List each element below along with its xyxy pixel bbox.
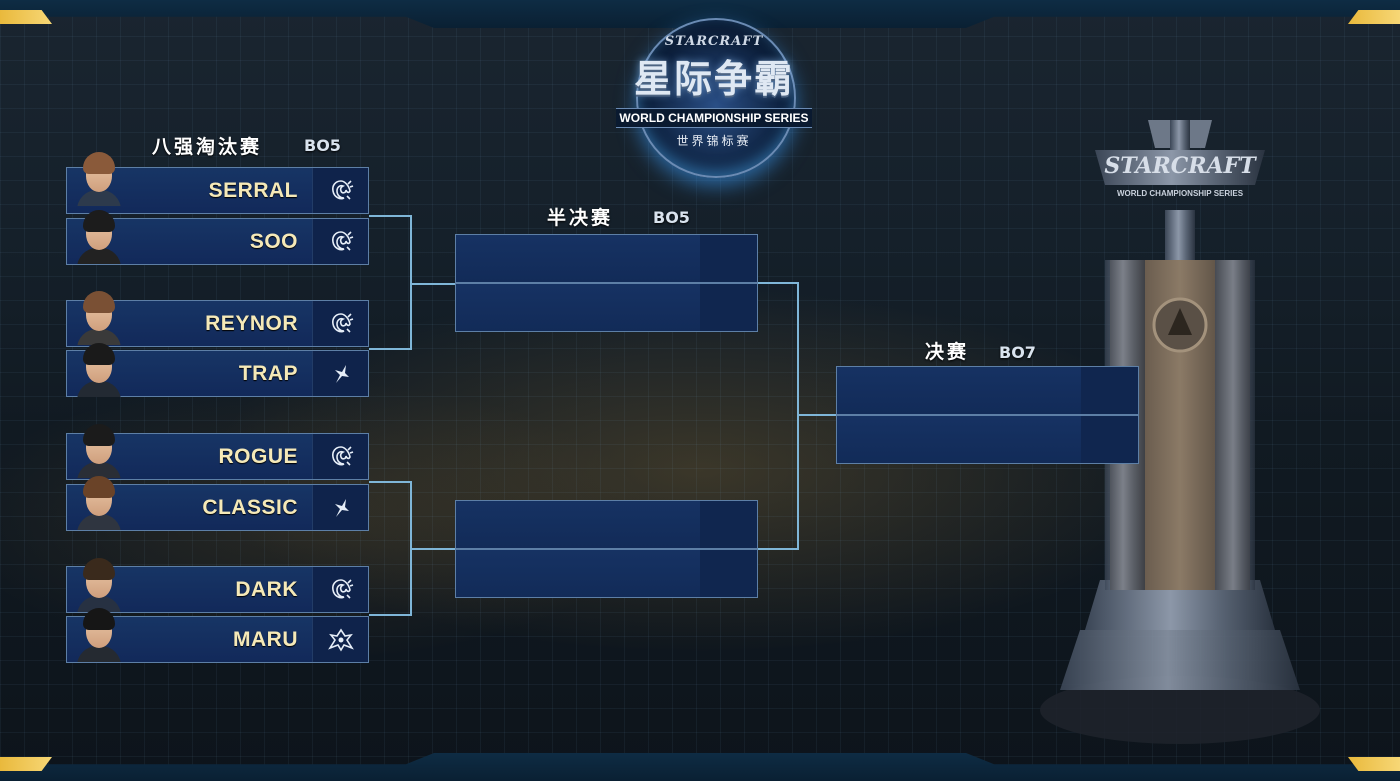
race-box (312, 168, 368, 213)
player-avatar-trap (73, 343, 125, 397)
slot-race-box (1081, 367, 1138, 414)
player-avatar-reynor (73, 291, 125, 345)
race-box (312, 351, 368, 396)
bracket-connector (410, 548, 455, 550)
trophy-brand: STARCRAFT (1104, 153, 1257, 179)
semifinal-slot-1[interactable] (455, 234, 758, 283)
player-avatar-serral (73, 152, 125, 206)
race-box (312, 485, 368, 530)
race-box (312, 301, 368, 346)
stage-title-final: 决赛 (925, 341, 970, 363)
player-name: CLASSIC (202, 495, 298, 519)
stage-title-semifinal: 半决赛 (547, 207, 614, 229)
stage-format-semifinal: BO5 (653, 208, 690, 227)
bracket-connector (369, 215, 411, 217)
player-avatar-maru (73, 608, 125, 662)
player-name: DARK (235, 577, 298, 601)
bracket-connector (369, 614, 411, 616)
zerg-race-icon (331, 578, 353, 599)
corner-accent-bottom-right (1348, 757, 1400, 771)
slot-race-box (1081, 416, 1138, 463)
corner-accent-bottom-left (0, 757, 52, 771)
semifinal-slot-3[interactable] (455, 500, 758, 549)
player-slot-1[interactable]: SERRAL (66, 167, 369, 214)
bracket-connector (410, 215, 412, 350)
final-slot-1[interactable] (836, 366, 1139, 415)
bracket-connector (758, 282, 798, 284)
slot-race-box (700, 550, 757, 597)
player-avatar-soo (73, 210, 125, 264)
race-box (312, 567, 368, 612)
logo-subtitle-cn: 世界锦标赛 (676, 134, 752, 148)
player-slot-3[interactable]: REYNOR (66, 300, 369, 347)
bracket-connector (369, 481, 411, 483)
slot-race-box (700, 501, 757, 548)
terran-race-icon (327, 628, 354, 652)
player-name: ROGUE (218, 444, 298, 468)
bracket-connector (410, 283, 455, 285)
player-avatar-dark (73, 558, 125, 612)
stage-title-quarterfinal: 八强淘汰赛 (152, 136, 263, 158)
bracket-connector (797, 282, 799, 550)
stage-format-quarterfinal: BO5 (304, 136, 341, 155)
player-name: MARU (233, 627, 298, 651)
zerg-race-icon (331, 179, 353, 200)
race-box (312, 434, 368, 479)
zerg-race-icon (331, 312, 353, 333)
bracket-connector (797, 414, 836, 416)
bracket-connector (369, 348, 411, 350)
logo-subtitle: WORLD CHAMPIONSHIP SERIES (616, 108, 812, 128)
race-box (312, 219, 368, 264)
logo-emblem (636, 18, 796, 178)
protoss-race-icon (334, 364, 349, 383)
semifinal-slot-4[interactable] (455, 549, 758, 598)
logo-title: 星际争霸 (633, 57, 794, 101)
corner-accent-top-right (1348, 10, 1400, 24)
stage-format-final: BO7 (999, 343, 1036, 362)
protoss-race-icon (334, 498, 349, 517)
trophy-icon: STARCRAFT WORLD CHAMPIONSHIP SERIES (1040, 120, 1320, 744)
player-name: SERRAL (208, 178, 298, 202)
corner-accent-top-left (0, 10, 52, 24)
race-box (312, 617, 368, 662)
player-name: TRAP (238, 361, 298, 385)
logo-brand: STARCRAFT (664, 34, 764, 49)
wcs-logo: STARCRAFT 星际争霸 WORLD CHAMPIONSHIP SERIES… (598, 10, 830, 188)
slot-race-box (700, 284, 757, 331)
trophy-caption: WORLD CHAMPIONSHIP SERIES (1117, 189, 1244, 198)
final-slot-2[interactable] (836, 415, 1139, 464)
semifinal-slot-2[interactable] (455, 283, 758, 332)
player-avatar-rogue (73, 424, 125, 478)
zerg-race-icon (331, 230, 353, 251)
bracket-connector (758, 548, 798, 550)
player-avatar-classic (73, 476, 125, 530)
player-name: SOO (249, 229, 298, 253)
player-name: REYNOR (205, 311, 298, 335)
slot-race-box (700, 235, 757, 282)
zerg-race-icon (331, 445, 353, 466)
